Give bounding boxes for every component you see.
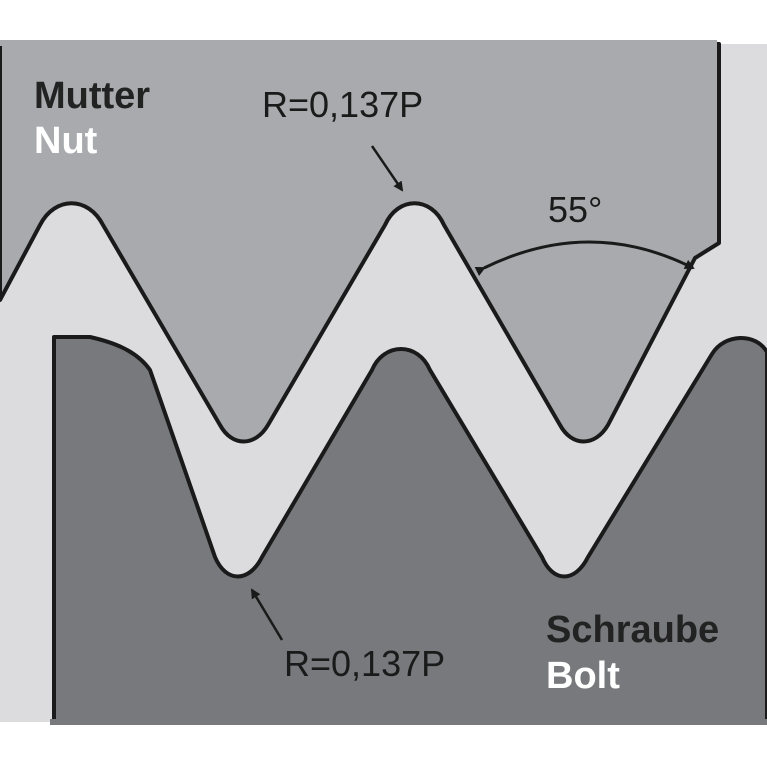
angle-arc <box>474 240 695 277</box>
nut-top-edge-mask <box>0 40 717 46</box>
nut-region <box>0 42 721 444</box>
root-radius-label: R=0,137P <box>284 643 445 684</box>
nut-label-de: Mutter <box>34 75 150 117</box>
root-radius-leader <box>250 588 284 641</box>
bolt-label-en: Bolt <box>546 655 620 697</box>
thread-angle-label: 55° <box>548 189 602 230</box>
bolt-region <box>52 335 767 724</box>
bolt-bottom-mask <box>50 719 767 725</box>
nut-label-en: Nut <box>34 120 98 162</box>
crest-radius-label: R=0,137P <box>262 84 423 125</box>
bolt-label-de: Schraube <box>546 609 719 651</box>
crest-radius-leader <box>370 145 404 192</box>
